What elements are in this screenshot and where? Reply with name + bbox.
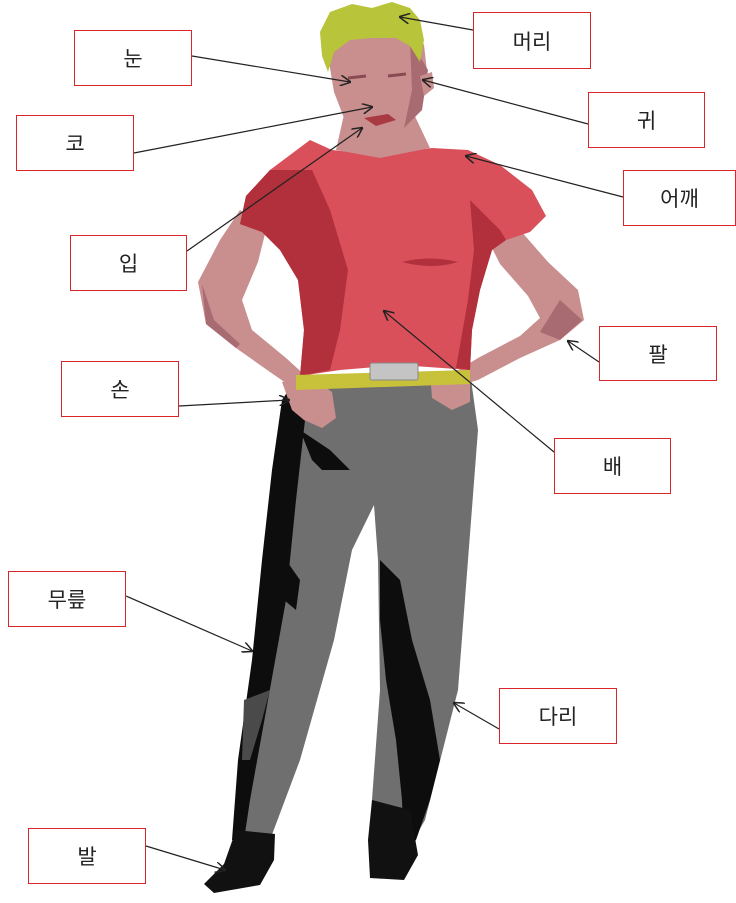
label-ear: 귀 xyxy=(588,92,705,148)
pants xyxy=(204,372,478,893)
label-head: 머리 xyxy=(473,12,591,69)
label-shoulder: 어깨 xyxy=(623,170,736,226)
leader-hand xyxy=(179,400,289,406)
label-leg: 다리 xyxy=(499,688,617,744)
leader-arm xyxy=(568,341,599,362)
label-nose: 코 xyxy=(16,115,134,171)
leader-knee xyxy=(126,596,252,651)
leader-ear xyxy=(423,80,588,124)
label-hand: 손 xyxy=(61,361,179,417)
leader-leg xyxy=(454,703,499,729)
label-eye: 눈 xyxy=(74,30,192,86)
leader-foot xyxy=(146,846,225,870)
label-belly: 배 xyxy=(554,438,671,494)
label-arm: 팔 xyxy=(599,326,717,381)
label-knee: 무릎 xyxy=(8,571,126,627)
label-mouth: 입 xyxy=(70,235,187,291)
label-foot: 발 xyxy=(28,828,146,884)
